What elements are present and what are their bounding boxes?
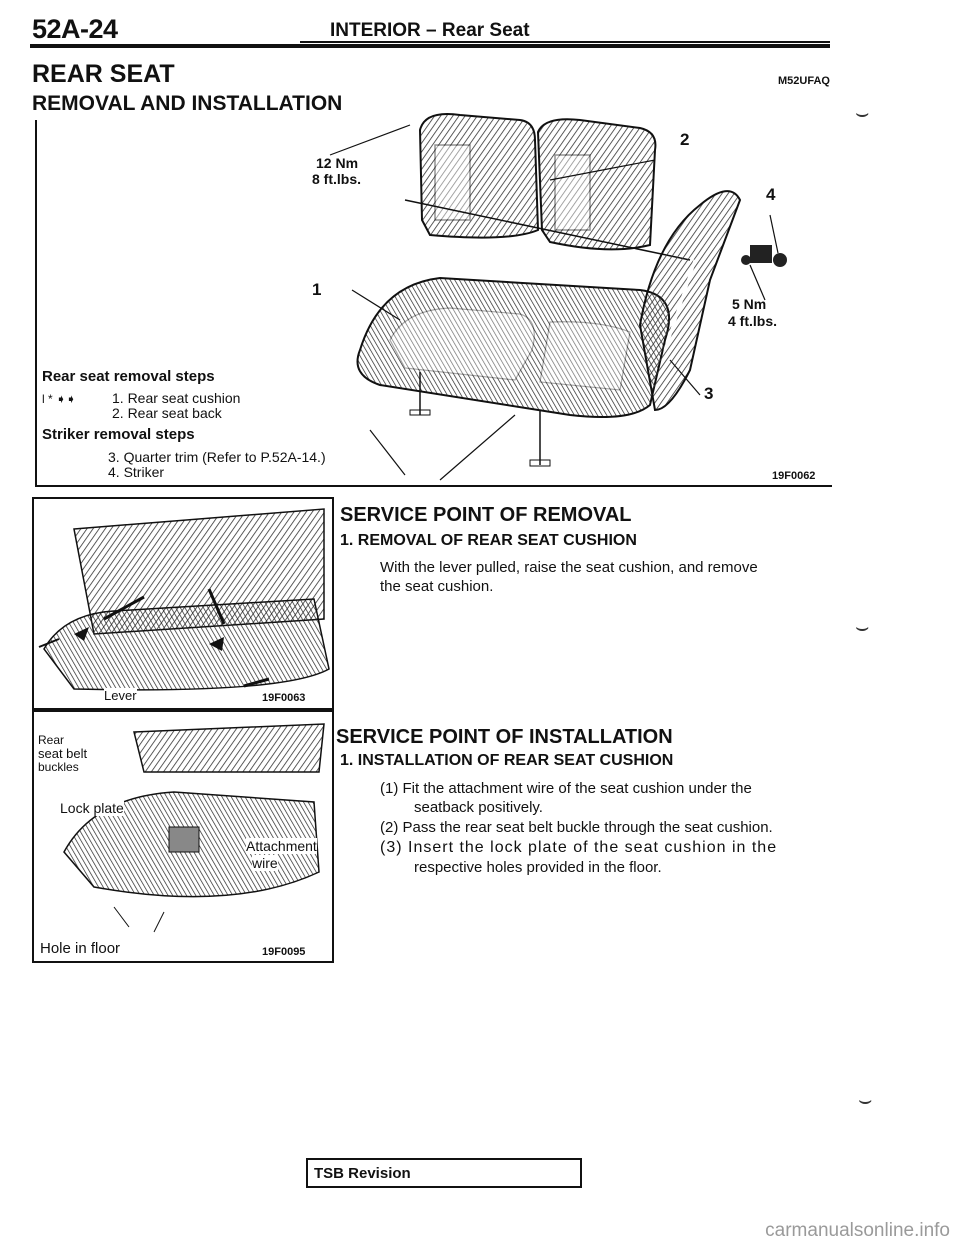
diagram-label-3: 3: [704, 384, 714, 403]
seat-cushion-shape: [356, 276, 670, 467]
page-number: 52A-24: [32, 14, 118, 44]
installation-step-1-line1: (1) Fit the attachment wire of the seat …: [380, 780, 752, 797]
installation-step-2: (2) Pass the rear seat belt buckle throu…: [380, 819, 773, 836]
frame-bottom-rule: [35, 485, 832, 487]
torque-label-2-ft: 4 ft.lbs.: [728, 313, 778, 329]
service-installation-subtitle: 1. INSTALLATION OF REAR SEAT CUSHION: [340, 752, 674, 769]
removal-steps-heading: Rear seat removal steps: [42, 368, 215, 385]
attachment-label-line2: wire: [252, 855, 278, 871]
tsb-revision-box: TSB Revision: [306, 1158, 582, 1188]
removal-step-2: 2. Rear seat back: [112, 405, 222, 421]
diagram-label-2: 2: [680, 130, 690, 149]
diagram-label-4: 4: [766, 185, 776, 204]
attachment-label-line1: Attachment: [246, 838, 317, 854]
hole-in-floor-label: Hole in floor: [40, 940, 121, 957]
seat-back-shape: [404, 113, 691, 261]
lock-plate-label: Lock plate: [60, 800, 124, 816]
section-code: M52UFAQ: [778, 75, 830, 87]
figure-code-1: 19F0062: [772, 470, 816, 482]
figure-code-2: 19F0063: [262, 692, 306, 704]
section-title: REAR SEAT: [32, 60, 175, 88]
striker-steps-heading: Striker removal steps: [42, 426, 195, 443]
torque-label-2-nm: 5 Nm: [732, 296, 767, 312]
page-header-title: INTERIOR – Rear Seat: [330, 20, 530, 41]
watermark: carmanualsonline.info: [765, 1220, 950, 1241]
margin-mark-2: ⌣: [855, 614, 870, 639]
lever-photo-image: [34, 499, 332, 708]
rear-seat-diagram: [329, 113, 787, 481]
striker-shape: [741, 214, 787, 267]
service-removal-text-1: With the lever pulled, raise the seat cu…: [380, 559, 758, 576]
header-rule-thin: [300, 41, 830, 43]
margin-mark-3: ⌣: [858, 1087, 873, 1112]
service-removal-text-2: the seat cushion.: [380, 578, 494, 595]
belt-label-line3: buckles: [38, 760, 79, 774]
service-removal-title: SERVICE POINT OF REMOVAL: [340, 504, 632, 526]
belt-label-line1: Rear: [38, 733, 65, 747]
frame-left-rule: [35, 120, 37, 486]
torque-label-1-ft: 8 ft.lbs.: [312, 171, 362, 187]
striker-step-3: 3. Quarter trim (Refer to P.52A-14.): [108, 449, 326, 465]
lever-photo: [32, 497, 334, 710]
margin-mark-1: ⌣: [855, 100, 870, 125]
removal-steps-marker: l * ➧➧: [42, 392, 77, 406]
service-installation-title: SERVICE POINT OF INSTALLATION: [336, 726, 673, 748]
installation-step-3-line2: respective holes provided in the floor.: [414, 859, 662, 876]
section-subtitle: REMOVAL AND INSTALLATION: [32, 92, 343, 115]
belt-label-line2: seat belt: [38, 746, 88, 761]
lever-label: Lever: [104, 688, 137, 703]
striker-step-4: 4. Striker: [108, 464, 165, 480]
figure-code-3: 19F0095: [262, 946, 306, 958]
installation-step-3-line1: (3) Insert the lock plate of the seat cu…: [380, 839, 778, 856]
installation-step-1-line2: seatback positively.: [414, 799, 543, 816]
header-rule: [30, 44, 830, 48]
removal-step-1: 1. Rear seat cushion: [112, 390, 241, 406]
torque-label-1-nm: 12 Nm: [316, 155, 359, 171]
quarter-trim-shape: [638, 190, 742, 412]
diagram-label-1: 1: [312, 280, 322, 299]
service-removal-subtitle: 1. REMOVAL OF REAR SEAT CUSHION: [340, 532, 637, 549]
